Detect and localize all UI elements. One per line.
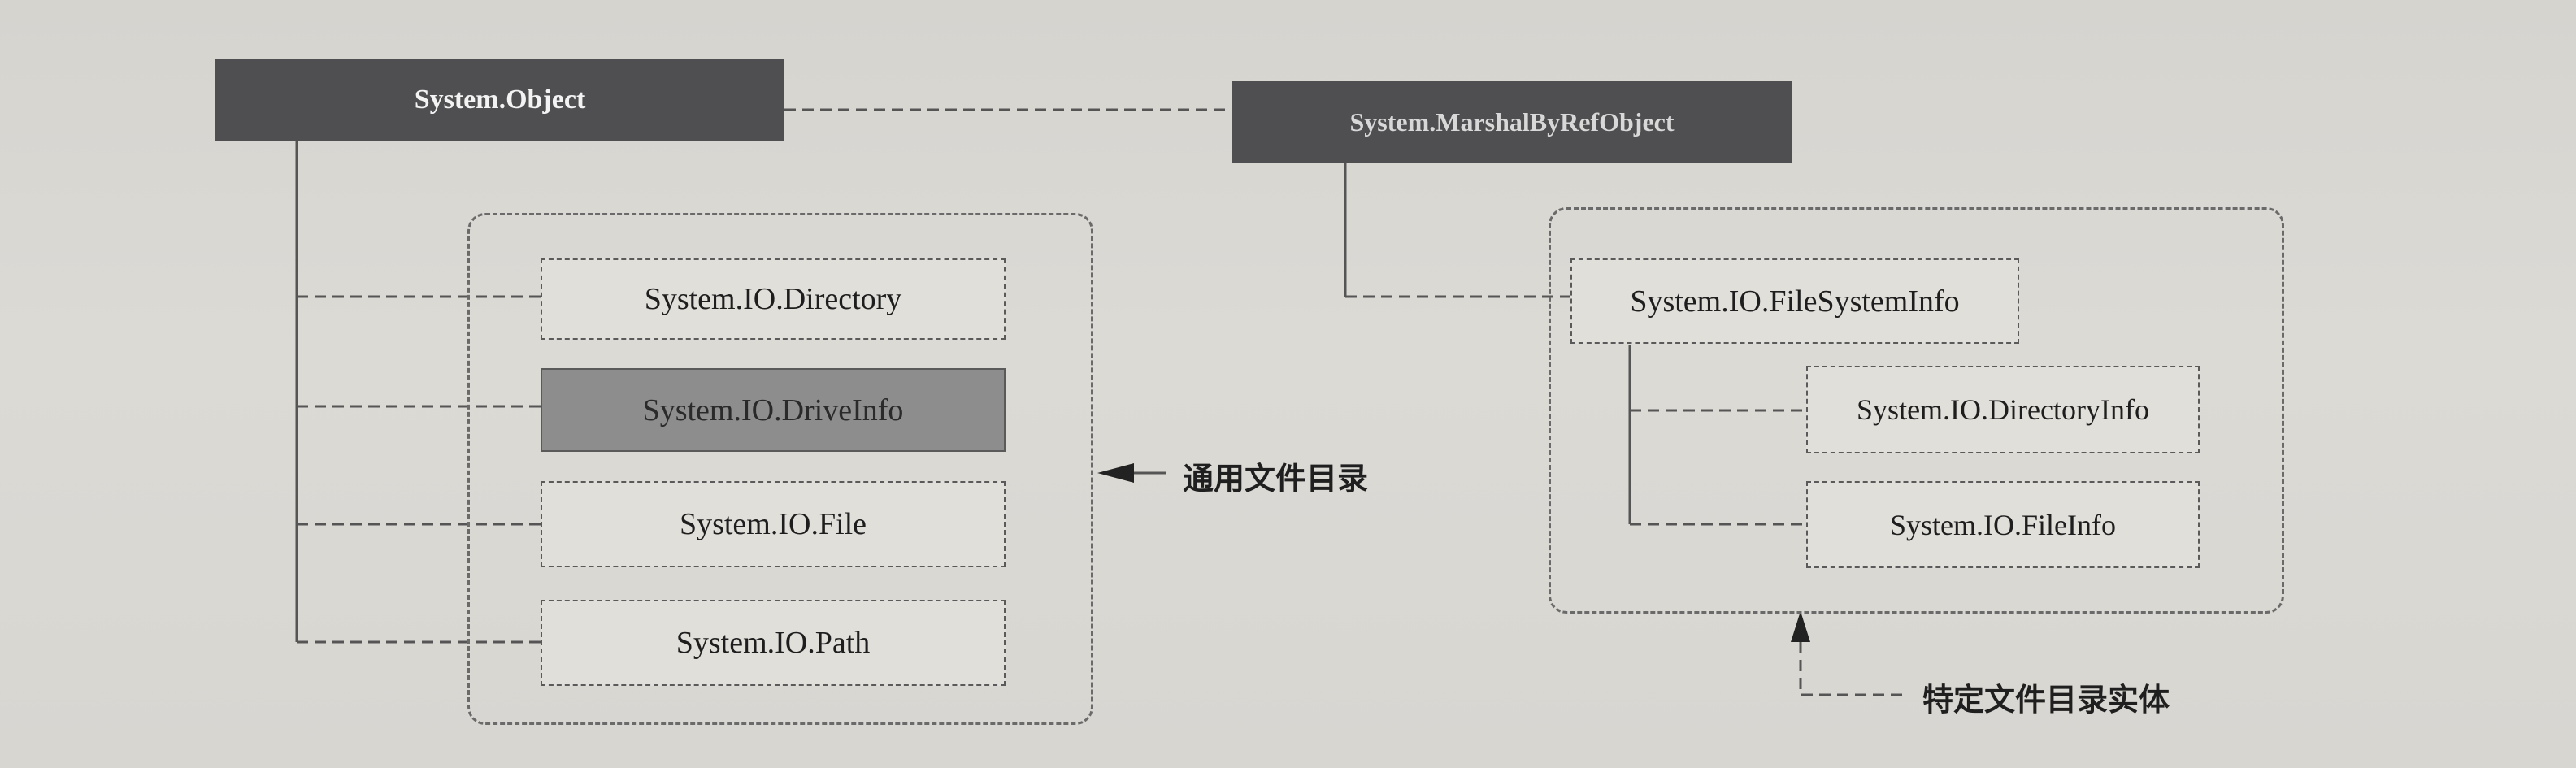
file-class-box: System.IO.File — [541, 481, 1006, 567]
filesysteminfo-class-box: System.IO.FileSystemInfo — [1570, 258, 2019, 344]
driveinfo-class-box: System.IO.DriveInfo — [541, 368, 1006, 452]
file-class-label: System.IO.File — [679, 507, 867, 541]
system-object-box: System.Object — [215, 59, 784, 141]
directoryinfo-class-box: System.IO.DirectoryInfo — [1806, 366, 2200, 453]
specific-group-caption: 特定文件目录实体 — [1922, 682, 2170, 718]
fileinfo-class-label: System.IO.FileInfo — [1890, 508, 2116, 541]
directoryinfo-class-label: System.IO.DirectoryInfo — [1857, 393, 2149, 426]
path-class-label: System.IO.Path — [675, 626, 871, 660]
filesysteminfo-class-label: System.IO.FileSystemInfo — [1630, 284, 1960, 319]
specific-arrow-shaft — [1799, 642, 1906, 696]
marshal-by-ref-object-box: System.MarshalByRefObject — [1232, 81, 1792, 163]
specific-file-directory-group — [1549, 207, 2284, 614]
driveinfo-class-label: System.IO.DriveInfo — [642, 393, 904, 427]
general-file-directory-group — [467, 213, 1093, 725]
general-arrow-head — [1097, 463, 1134, 483]
path-class-box: System.IO.Path — [541, 600, 1006, 686]
system-object-label: System.Object — [414, 85, 586, 115]
directory-class-box: System.IO.Directory — [541, 258, 1006, 340]
directory-class-label: System.IO.Directory — [644, 282, 902, 316]
fileinfo-class-box: System.IO.FileInfo — [1806, 481, 2200, 568]
marshal-by-ref-object-label: System.MarshalByRefObject — [1349, 106, 1675, 137]
specific-arrow-head — [1791, 611, 1810, 642]
general-group-caption: 通用文件目录 — [1183, 461, 1369, 497]
